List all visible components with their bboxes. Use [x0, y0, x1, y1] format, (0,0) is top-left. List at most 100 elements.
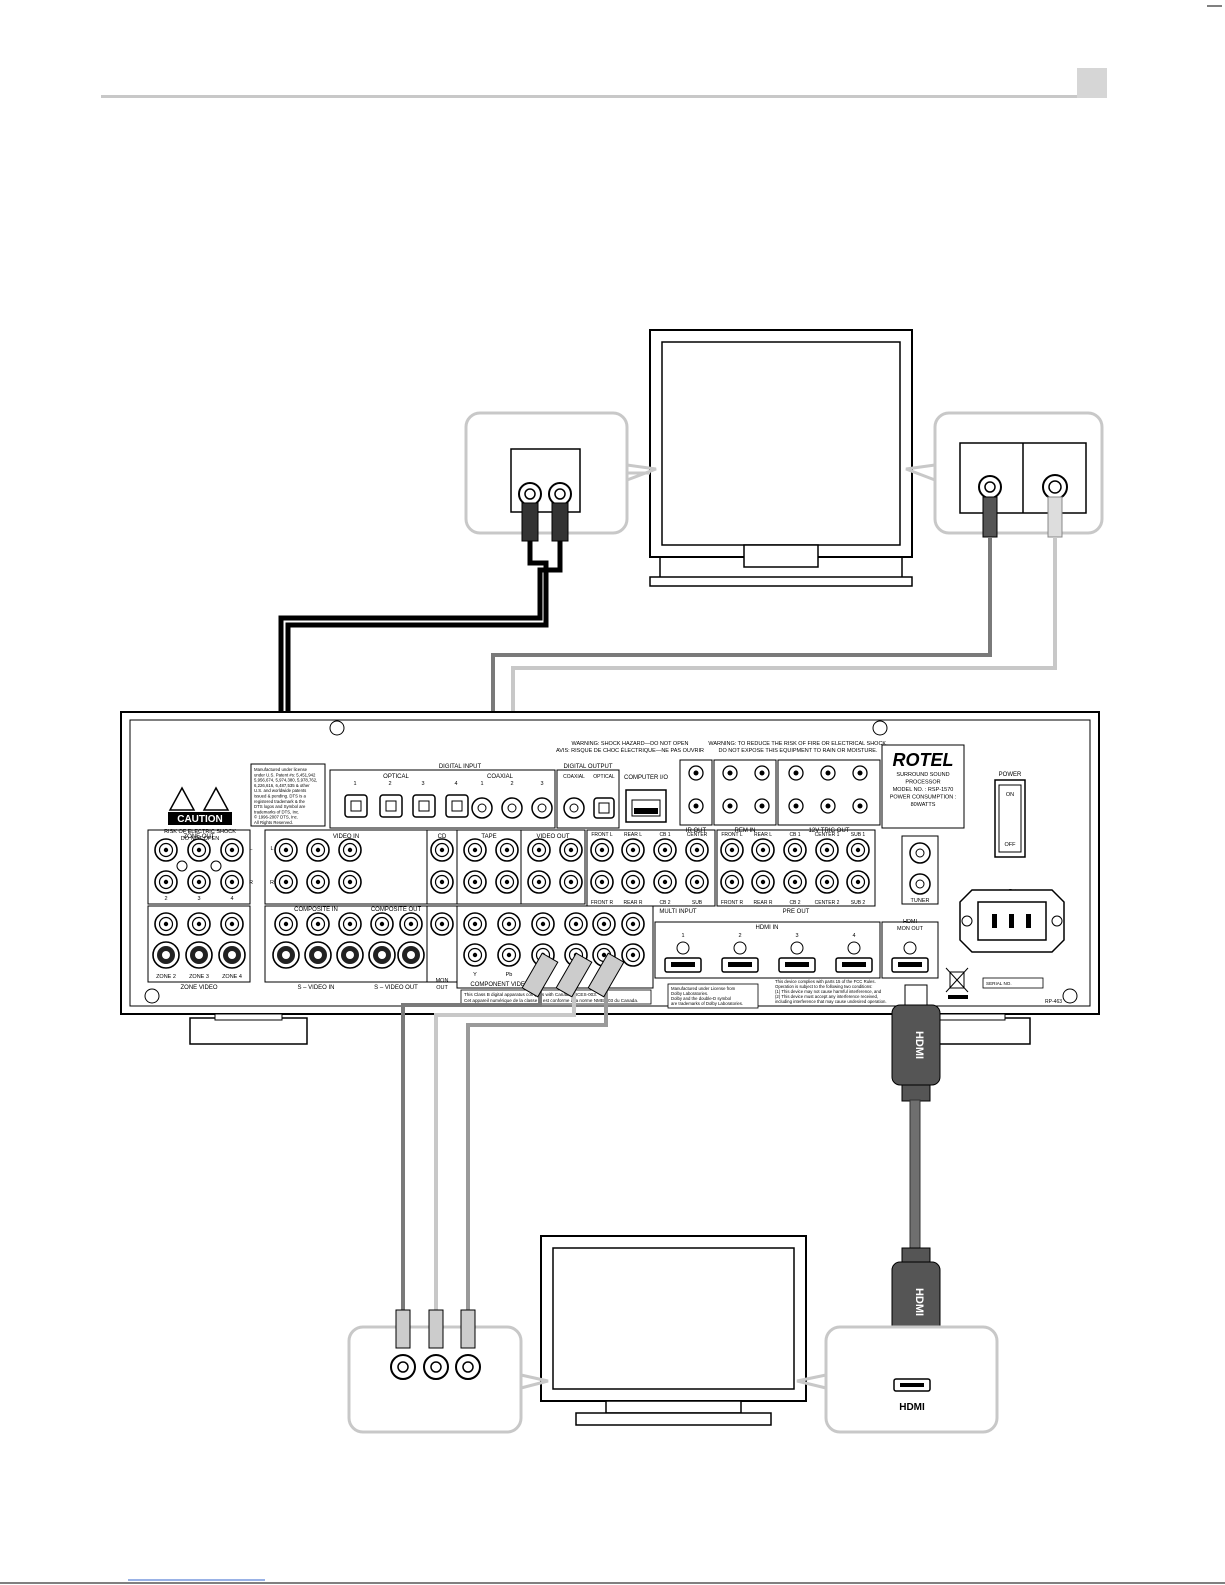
svg-text:All Rights Reserved.: All Rights Reserved. — [254, 820, 293, 825]
tuner-section: TUNER — [901, 835, 939, 905]
svg-text:80WATTS: 80WATTS — [911, 802, 936, 808]
svg-text:FRONT L: FRONT L — [591, 832, 613, 838]
svg-text:are trademarks of Dolby Labora: are trademarks of Dolby Laboratories. — [671, 1001, 743, 1006]
svg-text:Dolby Laboratories.: Dolby Laboratories. — [671, 991, 708, 996]
svg-text:HDMI: HDMI — [913, 1288, 925, 1316]
svg-text:S – VIDEO OUT: S – VIDEO OUT — [374, 985, 418, 991]
svg-text:POWER: POWER — [999, 772, 1022, 778]
svg-text:MON: MON — [436, 978, 449, 984]
svg-text:HDMI: HDMI — [903, 919, 918, 925]
svg-text:OPTICAL: OPTICAL — [383, 774, 409, 780]
tv-video-in-callout — [905, 411, 1104, 538]
svg-text:CB 1: CB 1 — [659, 832, 670, 838]
svg-text:3: 3 — [197, 896, 200, 902]
regulatory-notices: This Class B digital apparatus complies … — [460, 967, 1062, 1009]
svg-text:COMPONENT VIDEO: COMPONENT VIDEO — [470, 982, 530, 988]
digital-output-section: DIGITAL OUTPUT COAXIAL OPTICAL — [556, 764, 620, 829]
svg-text:3: 3 — [795, 933, 798, 939]
svg-text:VIDEO IN: VIDEO IN — [333, 834, 359, 840]
svg-text:5,956,674, 5,974,380, 5,978,76: 5,956,674, 5,974,380, 5,978,762, — [254, 778, 317, 783]
svg-text:2: 2 — [510, 781, 513, 787]
bottom-tv — [540, 1235, 807, 1426]
svg-text:COMPUTER I/O: COMPUTER I/O — [624, 775, 668, 781]
svg-text:HDMI IN: HDMI IN — [756, 925, 779, 931]
svg-text:OUT: OUT — [436, 985, 448, 991]
svg-text:MULTI INPUT: MULTI INPUT — [659, 909, 697, 915]
svg-text:2: 2 — [164, 896, 167, 902]
svg-text:(2) This device must accept an: (2) This device must accept any interfer… — [775, 994, 878, 999]
top-tv — [649, 329, 913, 587]
svg-text:FRONT R: FRONT R — [721, 900, 744, 906]
svg-text:Dolby and the double-D symbol: Dolby and the double-D symbol — [671, 996, 731, 1001]
svg-text:ZONE VIDEO: ZONE VIDEO — [180, 985, 217, 991]
svg-text:CB 2: CB 2 — [789, 900, 800, 906]
svg-text:SERIAL NO.: SERIAL NO. — [986, 981, 1012, 986]
svg-text:under U.S. Patent #s: 5,451,94: under U.S. Patent #s: 5,451,942 — [254, 772, 316, 777]
svg-text:REAR R: REAR R — [754, 900, 773, 906]
warning-text: WARNING: SHOCK HAZARD—DO NOT OPEN AVIS: … — [556, 741, 888, 754]
tv-hdmi-in-callout: HDMI — [796, 1325, 999, 1434]
svg-text:This Class B digital apparatus: This Class B digital apparatus complies … — [464, 992, 597, 997]
svg-text:ZONE OUT: ZONE OUT — [184, 834, 215, 840]
svg-text:L: L — [249, 846, 252, 852]
svg-text:2: 2 — [388, 781, 391, 787]
svg-text:FRONT L: FRONT L — [721, 832, 743, 838]
svg-text:TAPE: TAPE — [481, 834, 496, 840]
svg-text:IR OUT: IR OUT — [686, 828, 707, 834]
svg-text:CENTER: CENTER — [687, 832, 708, 838]
component-video-cables — [401, 952, 625, 1310]
svg-text:WARNING: TO REDUCE THE RISK OF: WARNING: TO REDUCE THE RISK OF FIRE OR E… — [708, 741, 888, 747]
svg-text:Cet appareil numérique de la c: Cet appareil numérique de la classe B es… — [464, 998, 638, 1003]
svg-text:12V TRIG OUT: 12V TRIG OUT — [809, 828, 850, 834]
svg-text:CENTER 1: CENTER 1 — [815, 832, 840, 838]
control-jacks: IR OUT REM IN 12V TRIG OUT — [679, 759, 881, 834]
svg-text:including interference that ma: including interference that may cause un… — [775, 999, 887, 1004]
svg-text:DTS logos and Symbol are: DTS logos and Symbol are — [254, 804, 306, 809]
hdmi-cable: HDMI HDMI — [891, 984, 941, 1373]
svg-text:REM IN: REM IN — [735, 828, 756, 834]
svg-text:TUNER: TUNER — [911, 898, 930, 904]
svg-text:L: L — [270, 846, 273, 852]
svg-text:MON OUT: MON OUT — [897, 926, 924, 932]
power-switch: POWER ON OFF — [994, 772, 1026, 858]
svg-text:registered trademark & the: registered trademark & the — [254, 799, 305, 804]
svg-text:(1) This device may not cause: (1) This device may not cause harmful in… — [775, 989, 882, 994]
video-in-section: VIDEO IN CD TAPE VIDEO OUT COMPOSITE IN … — [249, 829, 586, 991]
svg-text:FRONT R: FRONT R — [591, 900, 614, 906]
svg-text:CB 1: CB 1 — [789, 832, 800, 838]
svg-text:R: R — [270, 880, 274, 886]
svg-text:Pb: Pb — [506, 972, 513, 978]
svg-text:VIDEO OUT: VIDEO OUT — [536, 834, 569, 840]
page-tab — [1077, 68, 1107, 98]
svg-text:U.S. and worldwide patents: U.S. and worldwide patents — [254, 788, 306, 793]
svg-text:Manufactured under License fro: Manufactured under License from — [671, 986, 736, 991]
svg-text:© 1996-2007 DTS, Inc.: © 1996-2007 DTS, Inc. — [254, 815, 298, 820]
svg-text:DIGITAL INPUT: DIGITAL INPUT — [439, 764, 482, 770]
svg-text:OFF: OFF — [1005, 842, 1017, 848]
svg-text:REAR L: REAR L — [754, 832, 772, 838]
svg-text:4: 4 — [230, 896, 233, 902]
computer-io-port: COMPUTER I/O — [624, 775, 668, 823]
svg-text:Manufactured under license: Manufactured under license — [254, 767, 308, 772]
svg-text:CAUTION: CAUTION — [177, 814, 223, 825]
svg-text:3: 3 — [421, 781, 424, 787]
svg-text:1: 1 — [480, 781, 483, 787]
header-rule — [101, 95, 1077, 98]
svg-text:ZONE 4: ZONE 4 — [222, 974, 242, 980]
svg-text:ZONE 3: ZONE 3 — [189, 974, 209, 980]
svg-text:SUB 1: SUB 1 — [851, 832, 866, 838]
svg-text:R: R — [249, 880, 253, 886]
svg-text:OPTICAL: OPTICAL — [593, 774, 615, 780]
svg-text:SUB 2: SUB 2 — [851, 900, 866, 906]
svg-text:issued & pending. DTS is a: issued & pending. DTS is a — [254, 794, 306, 799]
svg-text:ROTEL: ROTEL — [893, 750, 954, 770]
svg-text:S – VIDEO IN: S – VIDEO IN — [297, 985, 334, 991]
svg-text:6,226,616, 6,487,535 & other: 6,226,616, 6,487,535 & other — [254, 783, 310, 788]
svg-text:REAR L: REAR L — [624, 832, 642, 838]
svg-text:REAR R: REAR R — [624, 900, 643, 906]
svg-text:COMPOSITE IN: COMPOSITE IN — [294, 907, 338, 913]
svg-text:4: 4 — [454, 781, 457, 787]
